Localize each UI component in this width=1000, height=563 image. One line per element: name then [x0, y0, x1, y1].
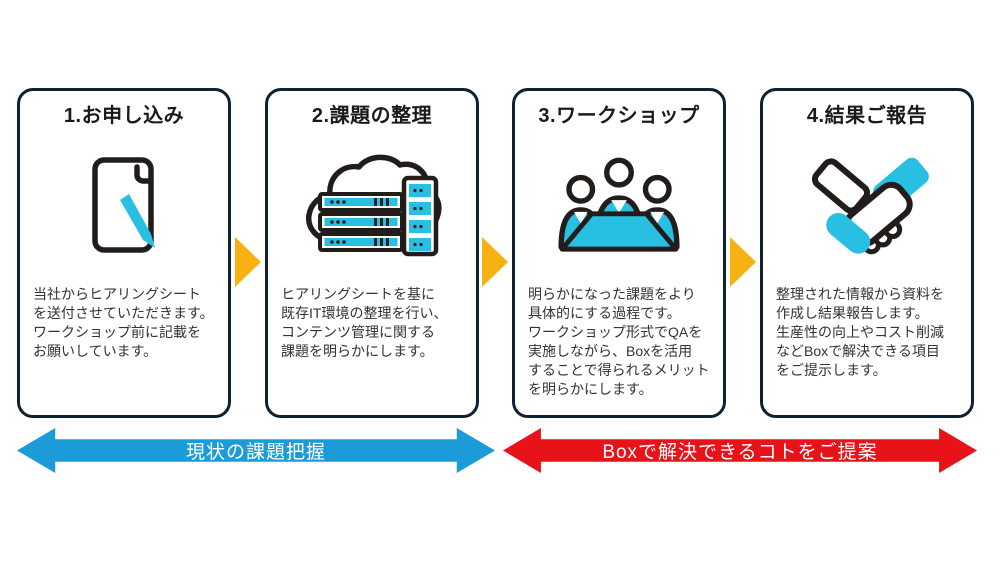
document-pen-icon-svg [92, 157, 155, 253]
handshake-icon-svg [811, 157, 929, 255]
step-4-description: 整理された情報から資料を 作成し結果報告します。 生産性の向上やコスト削減 など… [776, 286, 944, 378]
flow-arrow-icon [235, 237, 261, 287]
flow-arrow-icon [730, 237, 756, 287]
phase-arrow-box-proposal-label: Boxで解決できるコトをご提案 [602, 442, 878, 463]
step-2-description: ヒアリングシートを基に 既存IT環境の整理を行い、 コンテンツ管理に関する 課題… [281, 286, 448, 359]
step-1-description: 当社からヒアリングシート を送付させていただきます。 ワークショップ前に記載を … [33, 286, 214, 359]
phase-arrow-box-proposal: Boxで解決できるコトをご提案 [503, 428, 977, 473]
step-2-title: 2.課題の整理 [311, 105, 433, 127]
step-4-title: 4.結果ご報告 [806, 105, 928, 127]
step-3-title: 3.ワークショップ [538, 105, 700, 127]
meeting-icon [547, 129, 691, 279]
cloud-servers-icon [302, 129, 442, 279]
cloud-servers-icon-svg [306, 154, 442, 257]
phase-arrow-current-issues-label: 現状の課題把握 [185, 442, 326, 463]
handshake-icon [799, 129, 935, 279]
step-3-description: 明らかになった課題をより 具体的にする過程です。 ワークショップ形式でQAを 実… [528, 286, 710, 397]
step-card-4: 4.結果ご報告 整理された情報から資料を 作成 [760, 88, 974, 418]
meeting-icon-svg [558, 157, 680, 252]
flow-arrow-icon [482, 237, 508, 287]
phase-arrow-current-issues: 現状の課題把握 [17, 428, 495, 473]
step-card-3: 3.ワークショップ 明らかになった課題をより 具体的にする過程です。 ワークショ… [512, 88, 726, 418]
step-card-2: 2.課題の整理 [265, 88, 479, 418]
document-pen-icon [87, 129, 161, 279]
step-1-title: 1.お申し込み [63, 105, 185, 127]
step-card-1: 1.お申し込み 当社からヒアリングシート を送付させていただきます。 ワークショ… [17, 88, 231, 418]
